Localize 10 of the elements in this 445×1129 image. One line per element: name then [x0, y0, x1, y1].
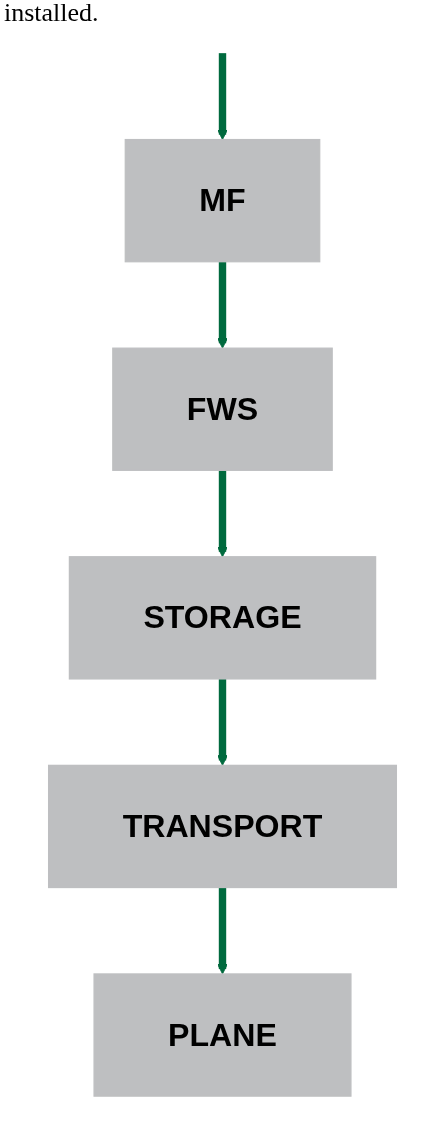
note-text: installed.	[4, 0, 100, 26]
arrow	[217, 678, 228, 766]
node-box: FWS	[112, 347, 333, 471]
arrow	[217, 261, 228, 349]
node-box: MF	[124, 138, 321, 263]
arrow	[217, 470, 228, 558]
arrow	[217, 887, 228, 975]
node-box: STORAGE	[68, 556, 377, 680]
node-box: TRANSPORT	[48, 764, 397, 889]
node-box: PLANE	[93, 973, 352, 1097]
